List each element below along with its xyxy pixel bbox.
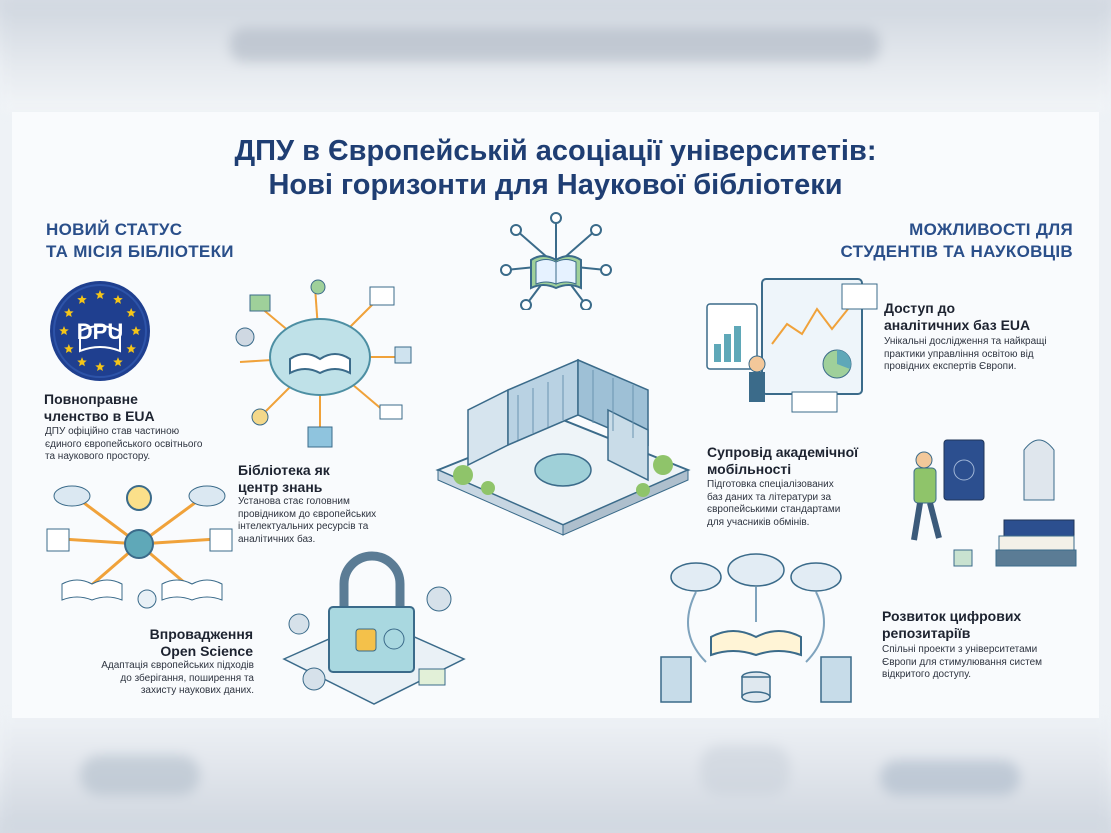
eu-star-icon (95, 290, 105, 300)
eu-star-icon (64, 344, 74, 354)
analytics-access-desc-2: практики управління освітою від (884, 348, 1034, 360)
eu-star-icon (126, 344, 136, 354)
repositories-title-1: Розвиток цифрових (882, 608, 1022, 624)
brain-book-icon (220, 277, 420, 452)
padlock-data-icon (274, 549, 474, 714)
knowledge-center-desc-4: аналітичних баз. (238, 533, 316, 545)
mobility-title-1: Супровід академічної (707, 444, 859, 460)
eu-star-icon (126, 308, 136, 318)
mobility-title-2: мобільності (707, 461, 792, 477)
knowledge-center-title: Бібліотека як центр знань (238, 462, 330, 496)
knowledge-center-desc: Установа стає головним провідником до єв… (238, 496, 376, 546)
analytics-access-title: Доступ до аналітичних баз EUA (884, 300, 1030, 334)
analytics-access-desc-1: Унікальні дослідження та найкращі (884, 336, 1047, 347)
membership-title-2: членство в EUA (44, 408, 155, 424)
infographic-card: ДПУ в Європейській асоціації університет… (12, 112, 1099, 718)
eu-star-icon (59, 326, 69, 336)
repositories-title: Розвиток цифрових репозитаріїв (882, 608, 1021, 642)
mobility-desc-4: для учасників обмінів. (707, 516, 810, 528)
left-heading-line-2: ТА МІСІЯ БІБЛІОТЕКИ (46, 242, 234, 261)
repositories-desc-2: Європи для стимулювання систем (882, 656, 1043, 668)
analytics-access-title-2: аналітичних баз EUA (884, 317, 1031, 333)
membership-title: Повноправне членство в EUA (44, 391, 155, 425)
repositories-title-2: репозитаріїв (882, 625, 971, 641)
right-heading-line-2: СТУДЕНТІВ ТА НАУКОВЦІВ (840, 242, 1073, 261)
knowledge-center-desc-1: Установа стає головним (238, 496, 350, 507)
library-building-icon (428, 340, 698, 540)
repositories-desc-1: Спільні проекти з університетами (882, 644, 1038, 655)
mobility-desc: Підготовка спеціалізованих баз даних та … (707, 479, 840, 529)
membership-desc-2: єдиного європейського освітнього (45, 438, 203, 450)
analytics-dashboard-icon (702, 274, 882, 424)
analytics-access-title-1: Доступ до (884, 300, 956, 316)
open-science-desc-1: Адаптація європейських підходів (101, 660, 254, 671)
eu-star-icon (95, 362, 105, 372)
eu-star-icon (64, 308, 74, 318)
analytics-access-desc-3: провідних експертів Європи. (884, 361, 1017, 372)
repositories-desc-3: відкритого доступу. (882, 669, 971, 680)
eu-star-icon (77, 357, 87, 367)
knowledge-center-desc-2: провідником до європейських (238, 508, 377, 520)
network-book-icon (496, 210, 616, 310)
title-line-1: ДПУ в Європейській асоціації університет… (234, 135, 877, 167)
left-section-heading: НОВИЙ СТАТУС ТА МІСІЯ БІБЛІОТЕКИ (46, 219, 234, 263)
open-science-desc: Адаптація європейських підходів до збері… (74, 660, 254, 698)
eu-star-icon (77, 294, 87, 304)
blurred-bottom-band (0, 715, 1111, 833)
traveler-passport-icon (884, 430, 1084, 580)
mobility-desc-2: баз даних та літератури за (707, 491, 832, 503)
right-section-heading: МОЖЛИВОСТІ ДЛЯ СТУДЕНТІВ ТА НАУКОВЦІВ (841, 219, 1073, 263)
left-heading-line-1: НОВИЙ СТАТУС (46, 220, 183, 239)
mobility-desc-1: Підготовка спеціалізованих (707, 479, 834, 490)
eu-star-icon (113, 357, 123, 367)
knowledge-center-desc-3: інтелектуальних ресурсів та (238, 521, 369, 532)
logo-text: DPU (77, 319, 123, 344)
analytics-access-desc: Унікальні дослідження та найкращі практи… (884, 336, 1047, 374)
knowledge-center-title-2: центр знань (238, 479, 323, 495)
title-line-2: Нові горизонти для Наукової бібліотеки (268, 169, 843, 201)
cloud-repository-icon (656, 552, 856, 712)
membership-desc-1: ДПУ офіційно став частиною (45, 426, 180, 437)
membership-desc-3: та наукового простору. (45, 451, 151, 462)
open-science-title-2: Open Science (160, 643, 253, 659)
mobility-title: Супровід академічної мобільності (707, 444, 858, 478)
membership-title-1: Повноправне (44, 391, 138, 407)
eu-dpu-logo-icon: DPU (48, 279, 152, 383)
right-heading-line-1: МОЖЛИВОСТІ ДЛЯ (909, 220, 1073, 239)
page-title: ДПУ в Європейській асоціації університет… (12, 134, 1099, 202)
eu-star-icon (113, 294, 123, 304)
membership-desc: ДПУ офіційно став частиною єдиного європ… (45, 426, 202, 464)
eu-star-icon (131, 326, 141, 336)
knowledge-center-title-1: Бібліотека як (238, 462, 330, 478)
open-science-hub-icon (42, 474, 237, 614)
open-science-title: Впровадження Open Science (140, 626, 253, 660)
mobility-desc-3: європейськими стандартами (707, 504, 841, 515)
open-science-title-1: Впровадження (149, 626, 253, 642)
blurred-top-band (0, 0, 1111, 112)
open-science-desc-2: до зберігання, поширення та (120, 672, 254, 684)
open-science-desc-3: захисту наукових даних. (140, 685, 254, 696)
repositories-desc: Спільні проекти з університетами Європи … (882, 644, 1042, 682)
